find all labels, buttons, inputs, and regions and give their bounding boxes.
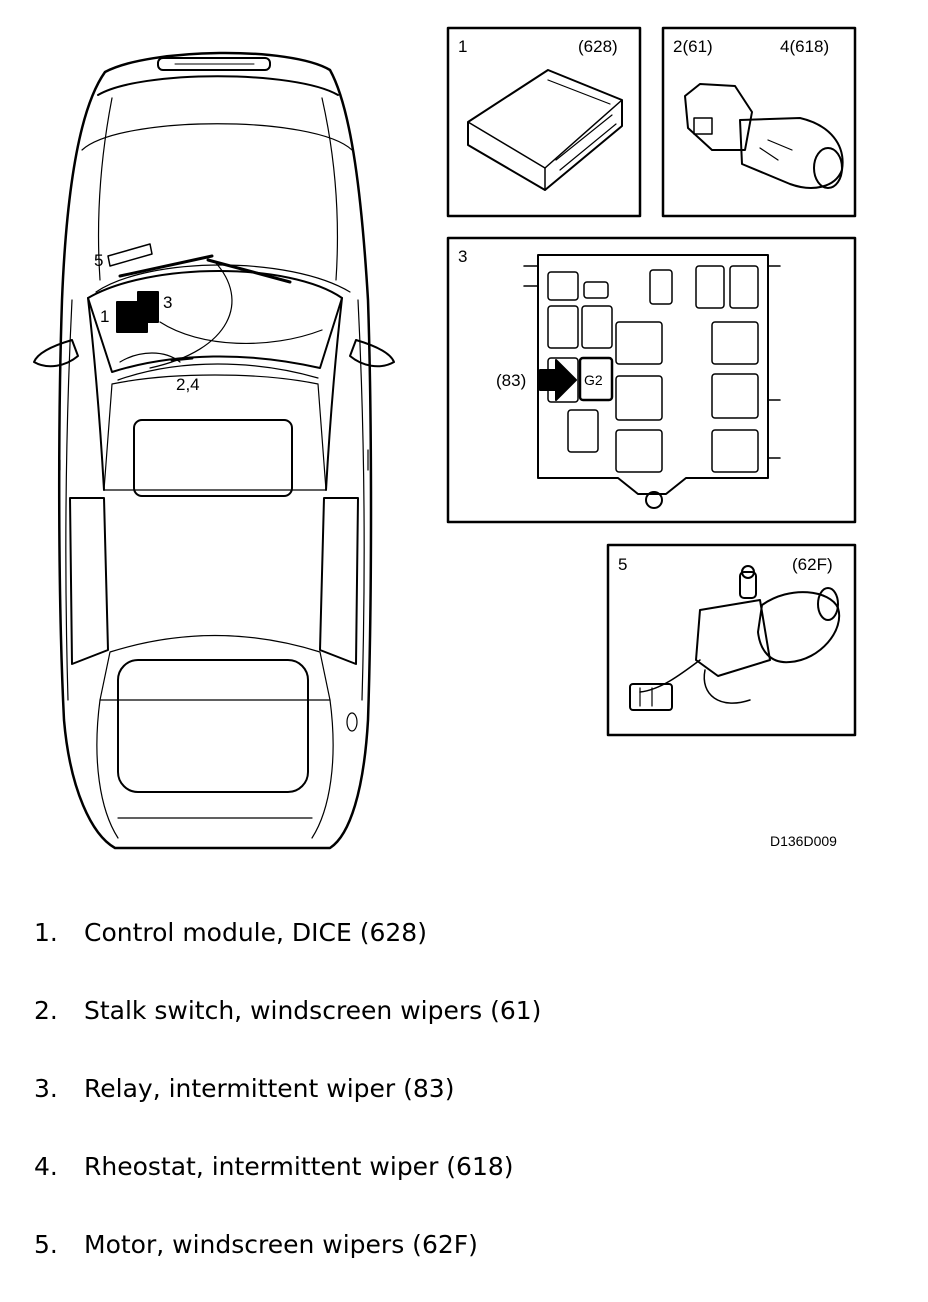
panel-3-relay-code: (83) [496, 371, 526, 390]
legend-text: Motor, windscreen wipers (62F) [84, 1230, 478, 1259]
car-top-view [33, 51, 395, 850]
panel-5-number: 5 [618, 555, 627, 574]
panel-2-number: 2(61) [673, 37, 713, 56]
legend-item: 1. Control module, DICE (628) [34, 918, 427, 947]
car-label-5: 5 [94, 251, 103, 270]
panel-1-number: 1 [458, 37, 467, 56]
legend-item: 5. Motor, windscreen wipers (62F) [34, 1230, 478, 1259]
legend-text: Rheostat, intermittent wiper (618) [84, 1152, 514, 1181]
panel-2-stalk-switch [661, 26, 857, 218]
legend-item: 4. Rheostat, intermittent wiper (618) [34, 1152, 514, 1181]
panel-2-code: 4(618) [780, 37, 829, 56]
panel-5-code: (62F) [792, 555, 833, 574]
legend-number: 1. [34, 918, 58, 947]
legend-item: 2. Stalk switch, windscreen wipers (61) [34, 996, 541, 1025]
legend-text: Control module, DICE (628) [84, 918, 427, 947]
legend-text: Stalk switch, windscreen wipers (61) [84, 996, 542, 1025]
panel-1-code: (628) [578, 37, 618, 56]
panel-3-number: 3 [458, 247, 467, 266]
legend-text: Relay, intermittent wiper (83) [84, 1074, 455, 1103]
panel-1-control-module [446, 26, 642, 218]
car-label-3: 3 [163, 293, 172, 312]
figure-drawing: 5 1 3 2,4 1 (628) 2(61) 4(618) 3 (83) G2… [33, 26, 857, 850]
legend-item: 3. Relay, intermittent wiper (83) [34, 1074, 454, 1103]
legend-number: 2. [34, 996, 58, 1025]
panel-5-wiper-motor [606, 543, 857, 737]
component-location-figure: 5 1 3 2,4 1 (628) 2(61) 4(618) 3 (83) G2… [33, 26, 857, 850]
legend-number: 3. [34, 1074, 58, 1103]
panel-3-relay-box [446, 236, 857, 524]
legend-number: 5. [34, 1230, 58, 1259]
legend-number: 4. [34, 1152, 58, 1181]
relay-slot-label: G2 [584, 372, 603, 388]
car-label-1: 1 [100, 307, 109, 326]
drawing-code: D136D009 [770, 833, 837, 849]
car-label-2-4: 2,4 [176, 375, 200, 394]
